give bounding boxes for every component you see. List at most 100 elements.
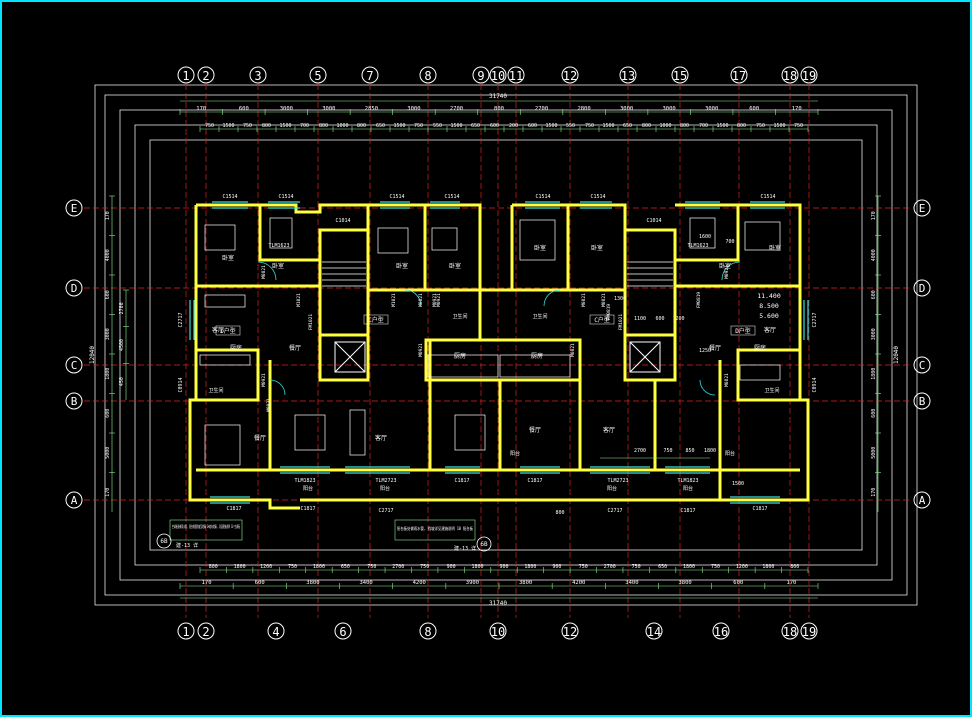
window-label-top: C1514 [590, 194, 605, 200]
dimension-value: 170 [786, 580, 796, 586]
axis-bubble-right [913, 356, 931, 374]
axis-bubble-top [419, 66, 437, 84]
window-label-bottom: C1817 [527, 478, 542, 484]
dimension-value: 800 [209, 564, 218, 570]
misc-dimension: 1800 [704, 448, 716, 454]
room-label-dining: 餐厅 [709, 344, 721, 352]
door-label: M1021 [296, 293, 302, 307]
dimension-value: 170 [105, 488, 111, 497]
dimension-value: 800 [262, 123, 271, 129]
unit-tag-box [730, 325, 756, 336]
dimension-value: 1500 [602, 123, 614, 129]
axis-bubble-top [472, 66, 490, 84]
axis-label-right: B [919, 395, 926, 408]
dimension-value: 450 [119, 377, 125, 386]
window-label-right: C2717 [812, 312, 818, 327]
left-note: 空调板处做雨水管, 阳台地面找坡至地漏 1%坡向地漏, 详见建施说明 10 空调… [172, 523, 240, 529]
dimension-total-top: 31740 [489, 93, 507, 100]
door-label: M0821 [418, 293, 424, 307]
room-label-living: 客厅 [764, 326, 776, 334]
dimension-value: 200 [509, 123, 518, 129]
axis-label-top: 11 [509, 69, 523, 83]
window-label-bottom: C2717 [607, 508, 622, 514]
dimension-value: 3000 [705, 106, 718, 112]
door-label: M0821 [601, 293, 607, 307]
dimension-value: 3000 [105, 328, 111, 340]
axis-label-bottom: 2 [202, 625, 209, 639]
axis-label-bottom: 14 [647, 625, 661, 639]
sliding-door-label: TLM2723 [375, 478, 396, 484]
dimension-value: 750 [794, 123, 803, 129]
dimension-value: 3000 [620, 106, 633, 112]
dimension-value: 650 [471, 123, 480, 129]
dimension-value: 1500 [279, 123, 291, 129]
stairs [322, 261, 673, 287]
axis-bubble-bottom [645, 622, 663, 640]
axis-bubble-top [507, 66, 525, 84]
misc-dimension: 800 [555, 510, 564, 516]
axis-bubble-top [197, 66, 215, 84]
axis-bubble-top [309, 66, 327, 84]
axis-bubble-bottom [197, 622, 215, 640]
dimension-value: 170 [196, 106, 206, 112]
dimension-total-left: 12040 [89, 346, 96, 364]
dimension-value: 1500 [773, 123, 785, 129]
axis-label-left: C [71, 359, 78, 372]
misc-dimension: 1600 [699, 234, 711, 240]
dimension-value: 800 [642, 123, 651, 129]
dimension-value: 1500 [222, 123, 234, 129]
door-label: M0821 [581, 293, 587, 307]
dimension-value: 4200 [572, 580, 585, 586]
dimension-value: 3900 [466, 580, 479, 586]
axis-label-bottom: 10 [491, 625, 505, 639]
window-label-bottom: C2717 [378, 508, 393, 514]
axis-bubble-right [913, 491, 931, 509]
dimension-value: 170 [871, 211, 877, 220]
window-label-right: C0914 [812, 377, 818, 392]
unit-tag: D户型 [735, 327, 751, 335]
room-label-kitchen: 厨房 [531, 352, 543, 360]
dimension-value: 600 [871, 290, 877, 299]
axis-bubble-right [913, 199, 931, 217]
dimension-value: 2700 [119, 302, 125, 314]
room-label-bedroom: 卧室 [719, 262, 731, 270]
axis-label-right: C [919, 359, 926, 372]
axis-label-top: 1 [182, 69, 189, 83]
dimension-value: 170 [871, 488, 877, 497]
axis-bubble-left [65, 392, 83, 410]
door-label: M0921 [261, 373, 267, 387]
axis-label-right: D [919, 282, 926, 295]
room-label-living: 客厅 [212, 326, 224, 334]
unit-tag: C户型 [368, 316, 384, 324]
dimension-value: 4000 [871, 249, 877, 261]
room-label-balcony: 阳台 [725, 450, 735, 457]
dimension-value: 1800 [313, 564, 325, 570]
dimension-value: 900 [447, 564, 456, 570]
dimension-value: 600 [105, 290, 111, 299]
dimension-value: 650 [341, 564, 350, 570]
misc-dimension: 750 [663, 448, 672, 454]
dimension-value: 1500 [393, 123, 405, 129]
dimension-value: 3000 [407, 106, 420, 112]
dimension-value: 750 [711, 564, 720, 570]
dimension-value: 4000 [105, 249, 111, 261]
axis-bubble-bottom [334, 622, 352, 640]
dimension-value: 600 [239, 106, 249, 112]
room-label-kitchen: 厨房 [454, 352, 466, 360]
dimension-value: 2800 [577, 106, 590, 112]
dimension-value: 750 [579, 564, 588, 570]
window-label-left: C0914 [178, 377, 184, 392]
left-tag-circle [156, 533, 172, 549]
dimension-value: 1200 [736, 564, 748, 570]
dimension-value: 900 [552, 564, 561, 570]
axis-label-top: 18 [783, 69, 797, 83]
misc-dimension: 1250 [699, 348, 711, 354]
misc-dimension: 1300 [614, 296, 626, 302]
dimension-value: 600 [490, 123, 499, 129]
sliding-door-label: TLM1823 [294, 478, 315, 484]
dimension-value: 750 [420, 564, 429, 570]
misc-dimension: 200 [675, 316, 684, 322]
room-label-balcony: 阳台 [380, 485, 390, 492]
unit-tag-box [363, 314, 389, 325]
